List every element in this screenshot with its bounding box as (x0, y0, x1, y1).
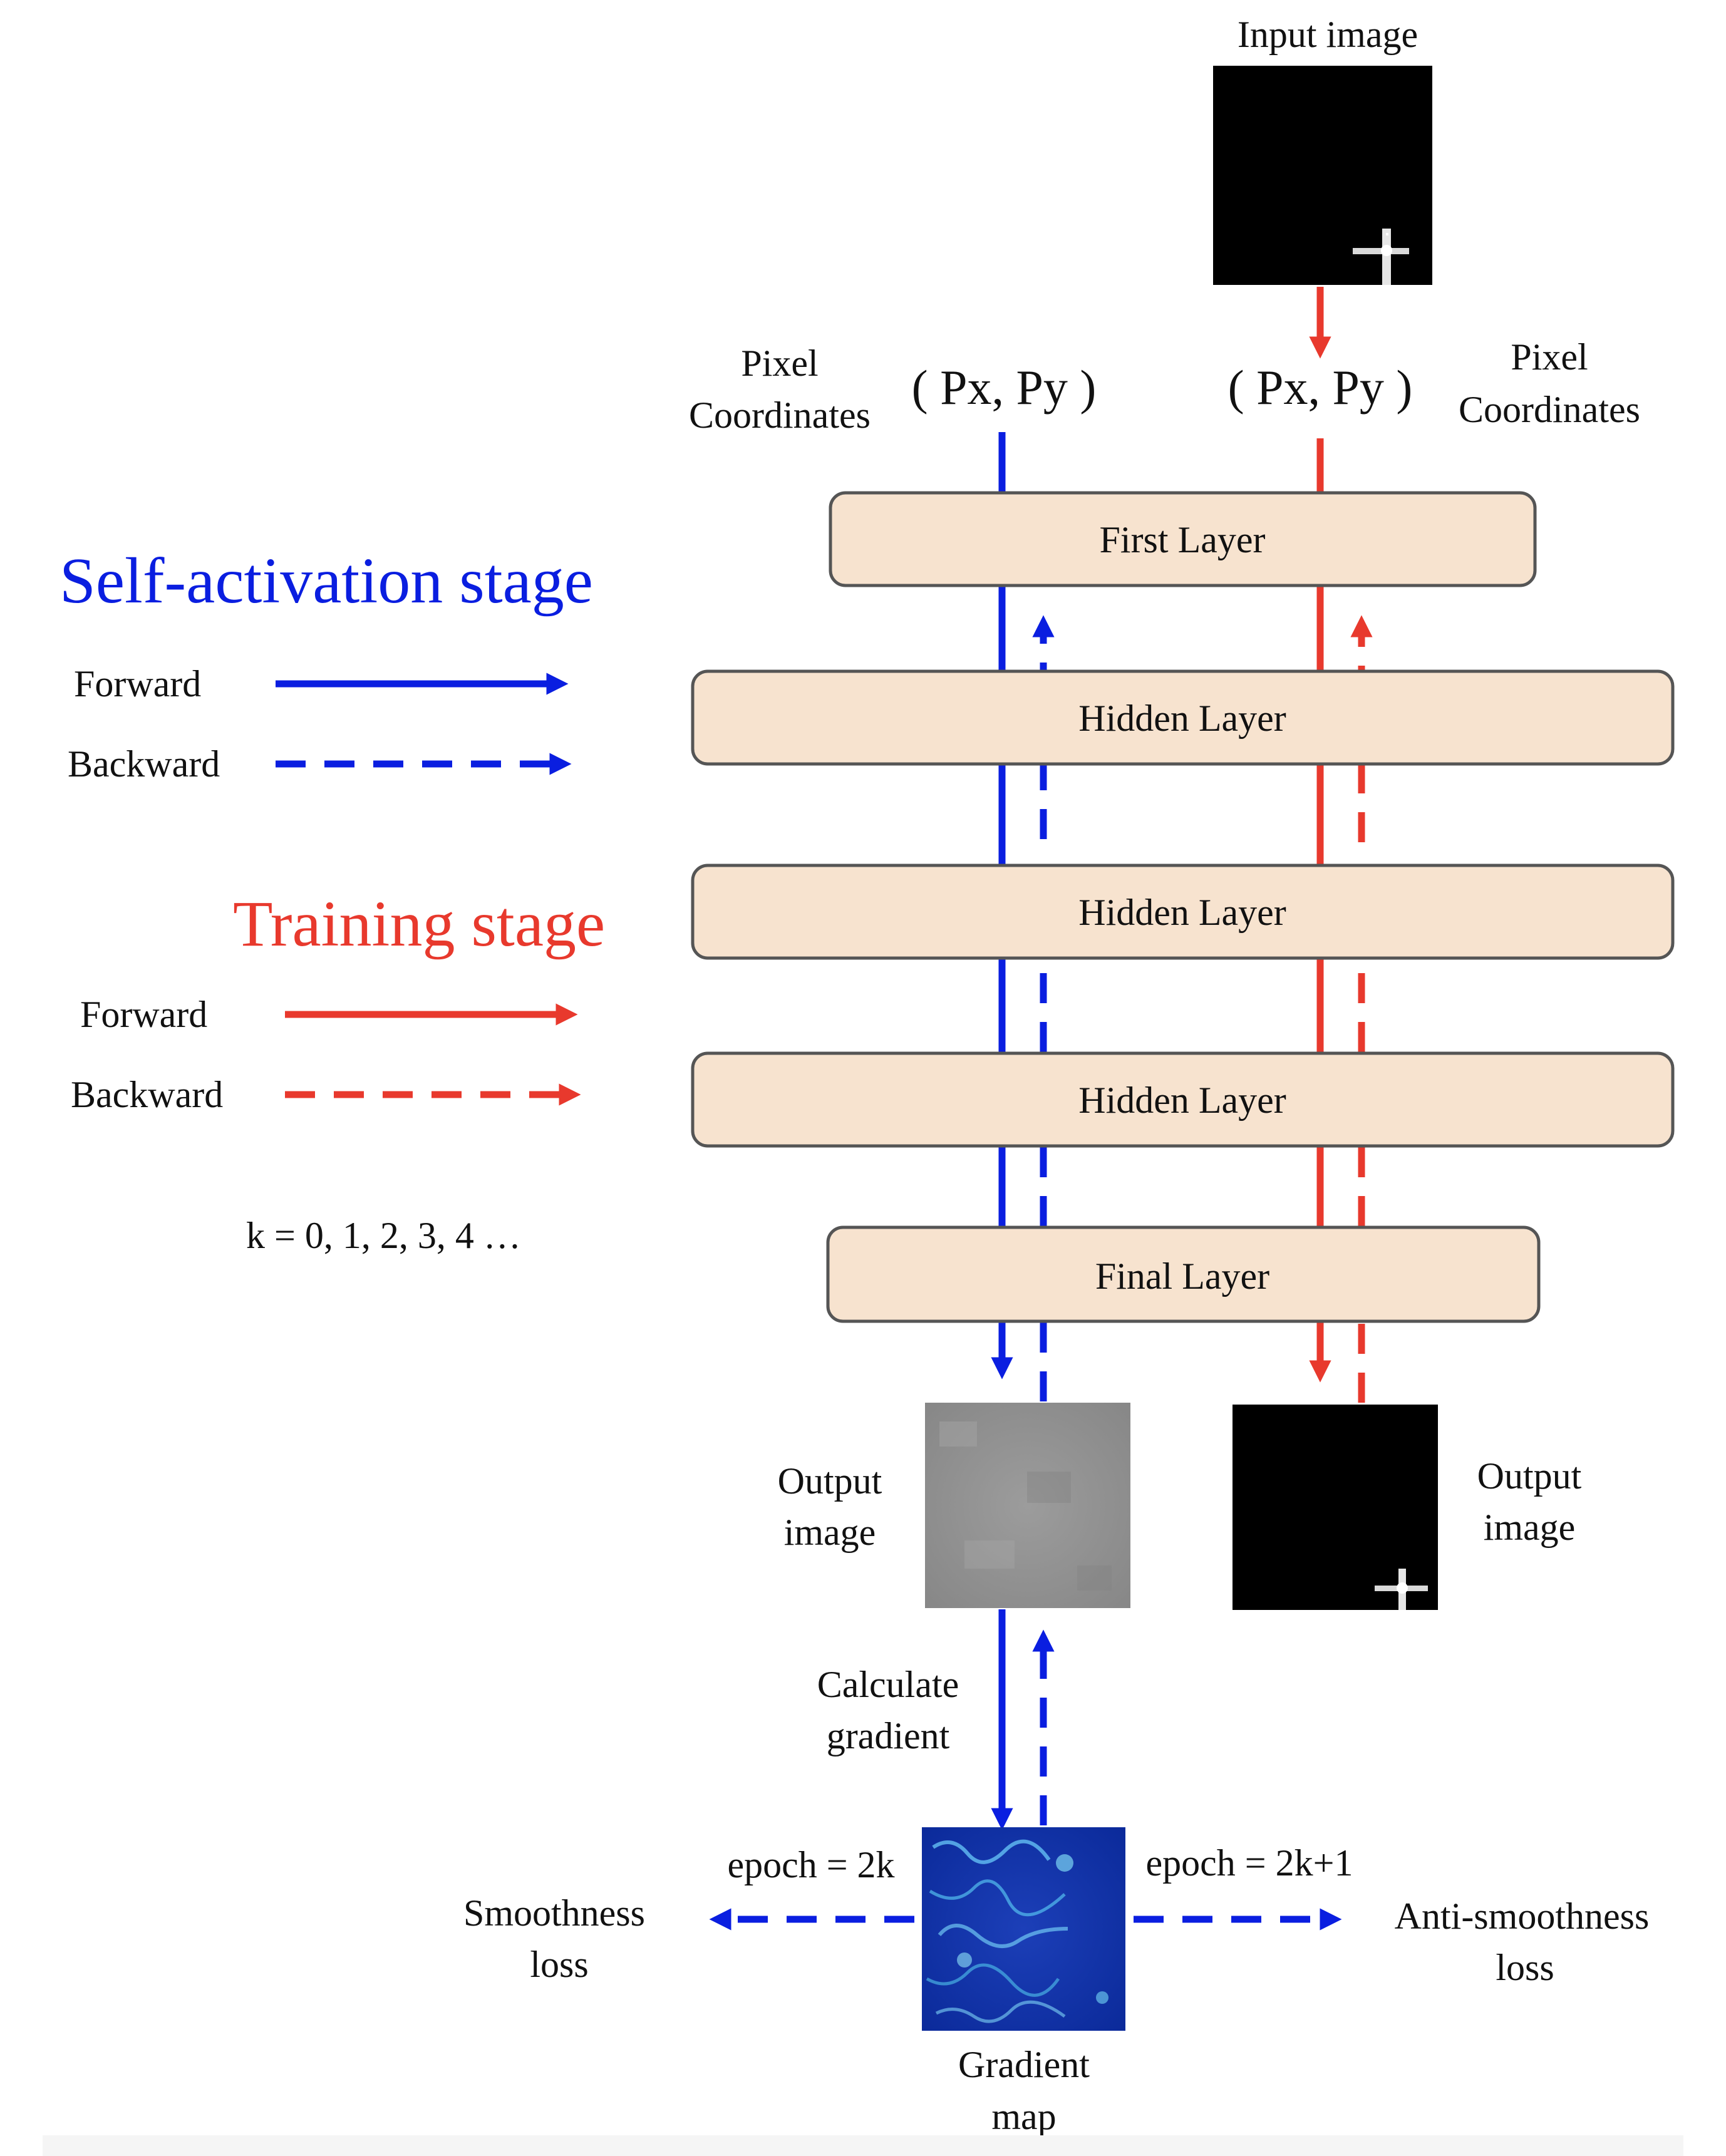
layer-hidden-2-label: Hidden Layer (1078, 892, 1286, 933)
layer-hidden-1-label: Hidden Layer (1078, 698, 1286, 739)
pixel-coords-formula-right: ( Px, Py ) (1228, 360, 1413, 415)
input-image (1213, 66, 1432, 285)
legend-k-values: k = 0, 1, 2, 3, 4 … (246, 1215, 521, 1256)
layer-final-label: Final Layer (1095, 1256, 1269, 1297)
legend-training-forward-label: Forward (80, 994, 207, 1035)
output-image-left-line1: Output (778, 1460, 882, 1502)
smoothness-loss-line1: Smoothness (463, 1892, 645, 1934)
output-image-right-line1: Output (1477, 1455, 1582, 1497)
layer-hidden-1: Hidden Layer (691, 669, 1675, 766)
layer-hidden-3: Hidden Layer (691, 1051, 1675, 1148)
pixel-coords-label-right-line1: Pixel (1511, 336, 1588, 378)
pixel-coords-formula-left: ( Px, Py ) (912, 360, 1097, 415)
output-image-right (1232, 1405, 1438, 1610)
legend-self-activation-backward-label: Backward (68, 743, 220, 785)
legend-training-title: Training stage (233, 888, 605, 960)
layer-final: Final Layer (826, 1225, 1541, 1323)
epoch-left-label: epoch = 2k (727, 1844, 894, 1885)
layer-first: First Layer (829, 491, 1537, 587)
legend-self-activation-forward-label: Forward (74, 663, 201, 704)
gradient-map-line1: Gradient (958, 2044, 1090, 2085)
bottom-strip (43, 2135, 1683, 2156)
smoothness-loss-line2: loss (530, 1944, 588, 1985)
gradient-map-line2: map (991, 2096, 1056, 2137)
legend-self-activation-title: Self-activation stage (59, 545, 593, 617)
gradient-map-image (922, 1827, 1125, 2031)
epoch-right-label: epoch = 2k+1 (1146, 1842, 1353, 1884)
anti-smoothness-loss-line2: loss (1496, 1947, 1554, 1988)
output-image-right-line2: image (1484, 1507, 1576, 1548)
anti-smoothness-loss-line1: Anti-smoothness (1395, 1896, 1650, 1937)
calc-gradient-line2: gradient (827, 1715, 950, 1756)
pixel-coords-label-right-line2: Coordinates (1459, 389, 1640, 430)
pixel-coords-label-left-line2: Coordinates (689, 395, 871, 436)
layer-hidden-2: Hidden Layer (691, 864, 1675, 960)
calc-gradient-line1: Calculate (817, 1664, 959, 1705)
input-image-caption: Input image (1238, 14, 1418, 55)
legend-training-backward-label: Backward (71, 1074, 223, 1115)
output-image-left (925, 1403, 1130, 1608)
layer-hidden-3-label: Hidden Layer (1078, 1080, 1286, 1121)
pixel-coords-label-left-line1: Pixel (741, 343, 818, 384)
output-image-left-line2: image (784, 1512, 876, 1553)
layer-first-label: First Layer (1100, 519, 1266, 560)
